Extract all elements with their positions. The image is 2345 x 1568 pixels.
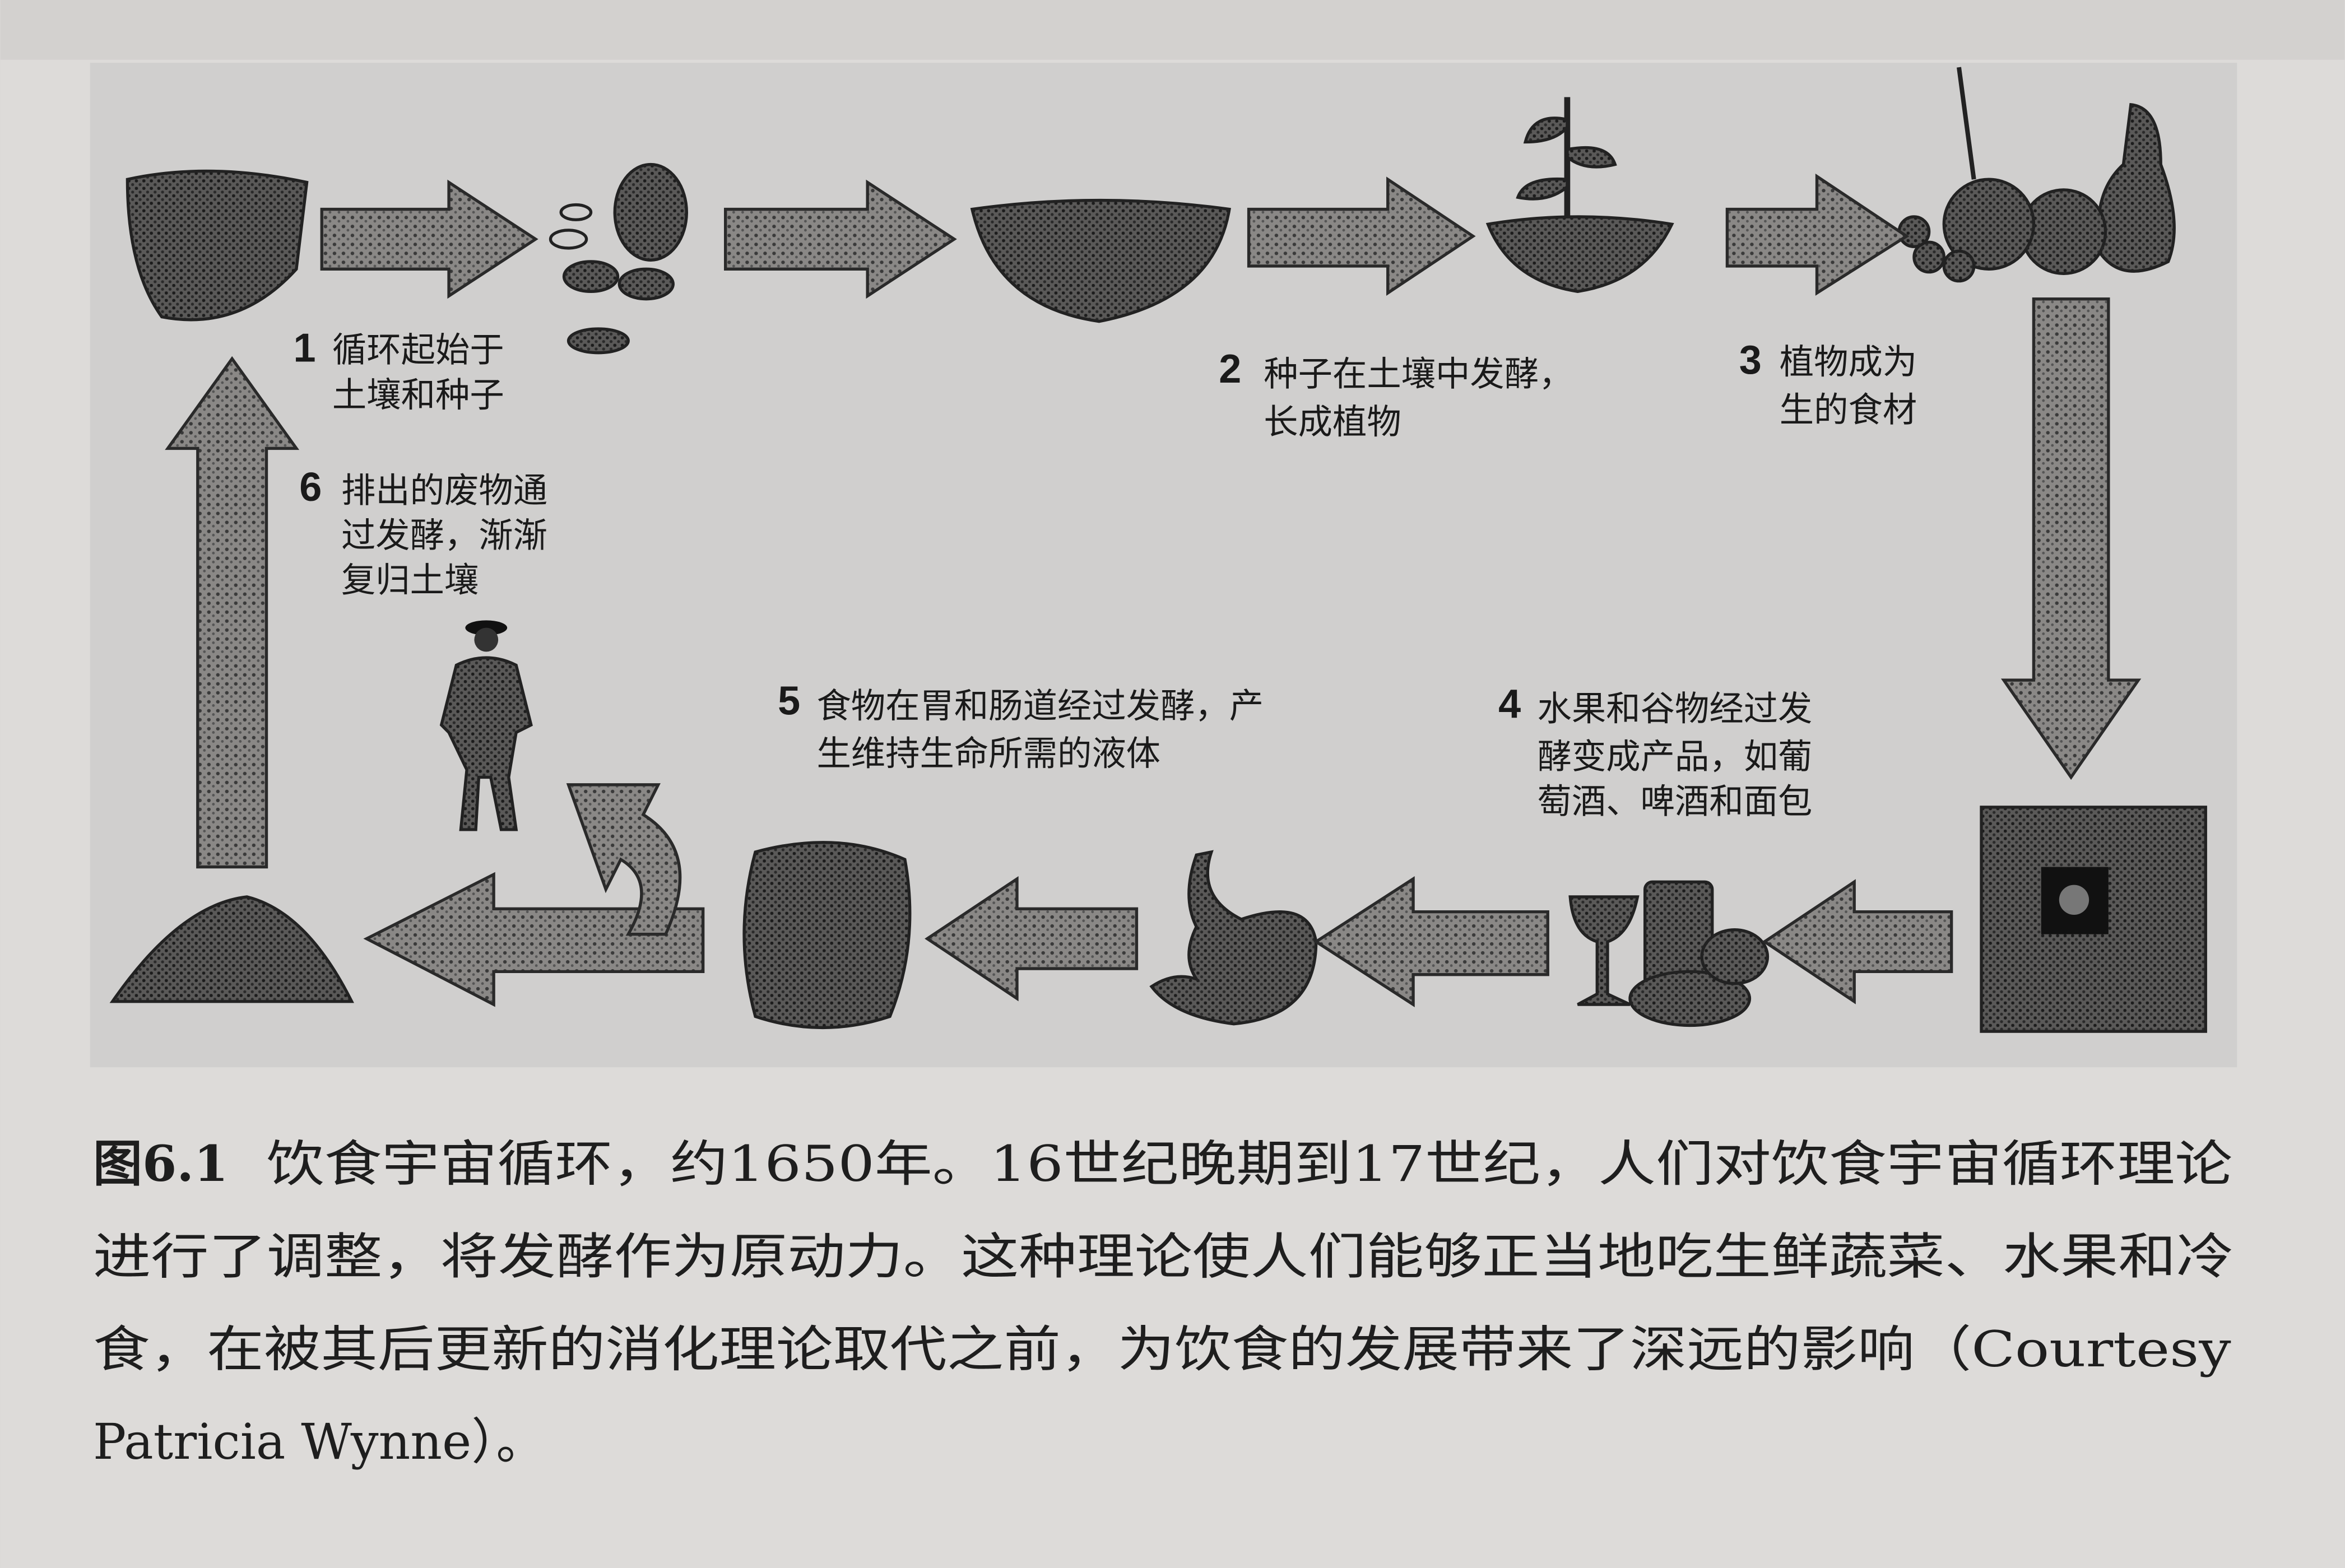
- seeds-illustration: [549, 162, 688, 355]
- step-4-line: 萄酒、啤酒和面包: [1538, 782, 1813, 822]
- step-6-line: 复归土壤: [341, 561, 479, 601]
- svg-text:1: 1: [294, 326, 316, 371]
- compost-heap-illustration: [109, 895, 354, 1003]
- soil-illustration: [126, 169, 309, 322]
- arrow-right-4: [1725, 173, 1910, 296]
- caption-line: 食，在被其后更新的消化理论取代之前，为饮食的发展带来了深远的影响（Courtes…: [93, 1320, 2231, 1378]
- produce-illustration: [1897, 67, 2176, 283]
- sprouting-plant-illustration: [1485, 97, 1674, 294]
- step-3-line: 植物成为: [1780, 342, 1917, 382]
- svg-text:5: 5: [778, 678, 800, 723]
- fermenting-soil-illustration: [970, 198, 1231, 323]
- bread-and-wine-illustration: [1568, 880, 1770, 1027]
- step-5-line: 生维持生命所需的液体: [816, 734, 1160, 774]
- step-5-label: 5 食物在胃和肠道经过发酵，产 生维持生命所需的液体: [778, 678, 1264, 774]
- man-figure-illustration: [439, 620, 533, 831]
- step-6-line: 过发酵，渐渐: [341, 516, 547, 556]
- svg-text:6: 6: [299, 465, 322, 510]
- svg-text:4: 4: [1498, 682, 1521, 727]
- step-2-line: 种子在土壤中发酵，: [1264, 354, 1573, 394]
- step-2-line: 长成植物: [1264, 402, 1401, 442]
- arrow-down: [2000, 297, 2142, 780]
- arrow-right-2: [724, 179, 957, 299]
- caption-label: 图6.1: [93, 1134, 228, 1193]
- brick-oven-illustration: [1980, 806, 2207, 1033]
- step-4-line: 酵变成产品，如葡: [1538, 737, 1813, 776]
- step-2-label: 2 种子在土壤中发酵， 长成植物: [1219, 347, 1573, 442]
- caption-line: 进行了调整，将发酵作为原动力。这种理论使人们能够正当地吃生鲜蔬菜、水果和冷: [93, 1227, 2234, 1285]
- step-1-line: 土壤和种子: [332, 375, 504, 415]
- stomach-illustration: [1149, 850, 1318, 1026]
- arrow-right-3: [1247, 176, 1476, 296]
- step-5-line: 食物在胃和肠道经过发酵，产: [816, 686, 1264, 726]
- figure-caption: 图6.1 饮食宇宙循环，约1650年。16世纪晚期到17世纪，人们对饮食宇宙循环…: [93, 1134, 2234, 1471]
- svg-text:2: 2: [1219, 347, 1241, 392]
- step-4-line: 水果和谷物经过发: [1538, 689, 1813, 729]
- caption-line: Patricia Wynne）。: [93, 1413, 545, 1471]
- arrow-left-1: [1762, 879, 1953, 1004]
- svg-text:3: 3: [1739, 338, 1762, 383]
- arrow-left-2: [1313, 876, 1549, 1007]
- arrow-curved: [566, 783, 682, 936]
- step-1-line: 循环起始于: [332, 331, 504, 370]
- step-6-label: 6 排出的废物通 过发酵，渐渐 复归土壤: [299, 465, 547, 601]
- step-4-label: 4 水果和谷物经过发 酵变成产品，如葡 萄酒、啤酒和面包: [1498, 682, 1812, 822]
- arrow-up: [165, 356, 300, 869]
- step-3-line: 生的食材: [1780, 390, 1917, 430]
- caption-line: 饮食宇宙循环，约1650年。16世纪晚期到17世纪，人们对饮食宇宙循环理论: [267, 1135, 2233, 1193]
- intestines-illustration: [742, 841, 912, 1030]
- step-1-label: 1 循环起始于 土壤和种子: [294, 326, 504, 415]
- arrow-right-1: [320, 179, 538, 299]
- arrow-left-3: [925, 876, 1139, 1002]
- step-3-label: 3 植物成为 生的食材: [1739, 338, 1917, 430]
- arrow-left-4: [363, 872, 705, 1007]
- step-6-line: 排出的废物通: [341, 471, 547, 511]
